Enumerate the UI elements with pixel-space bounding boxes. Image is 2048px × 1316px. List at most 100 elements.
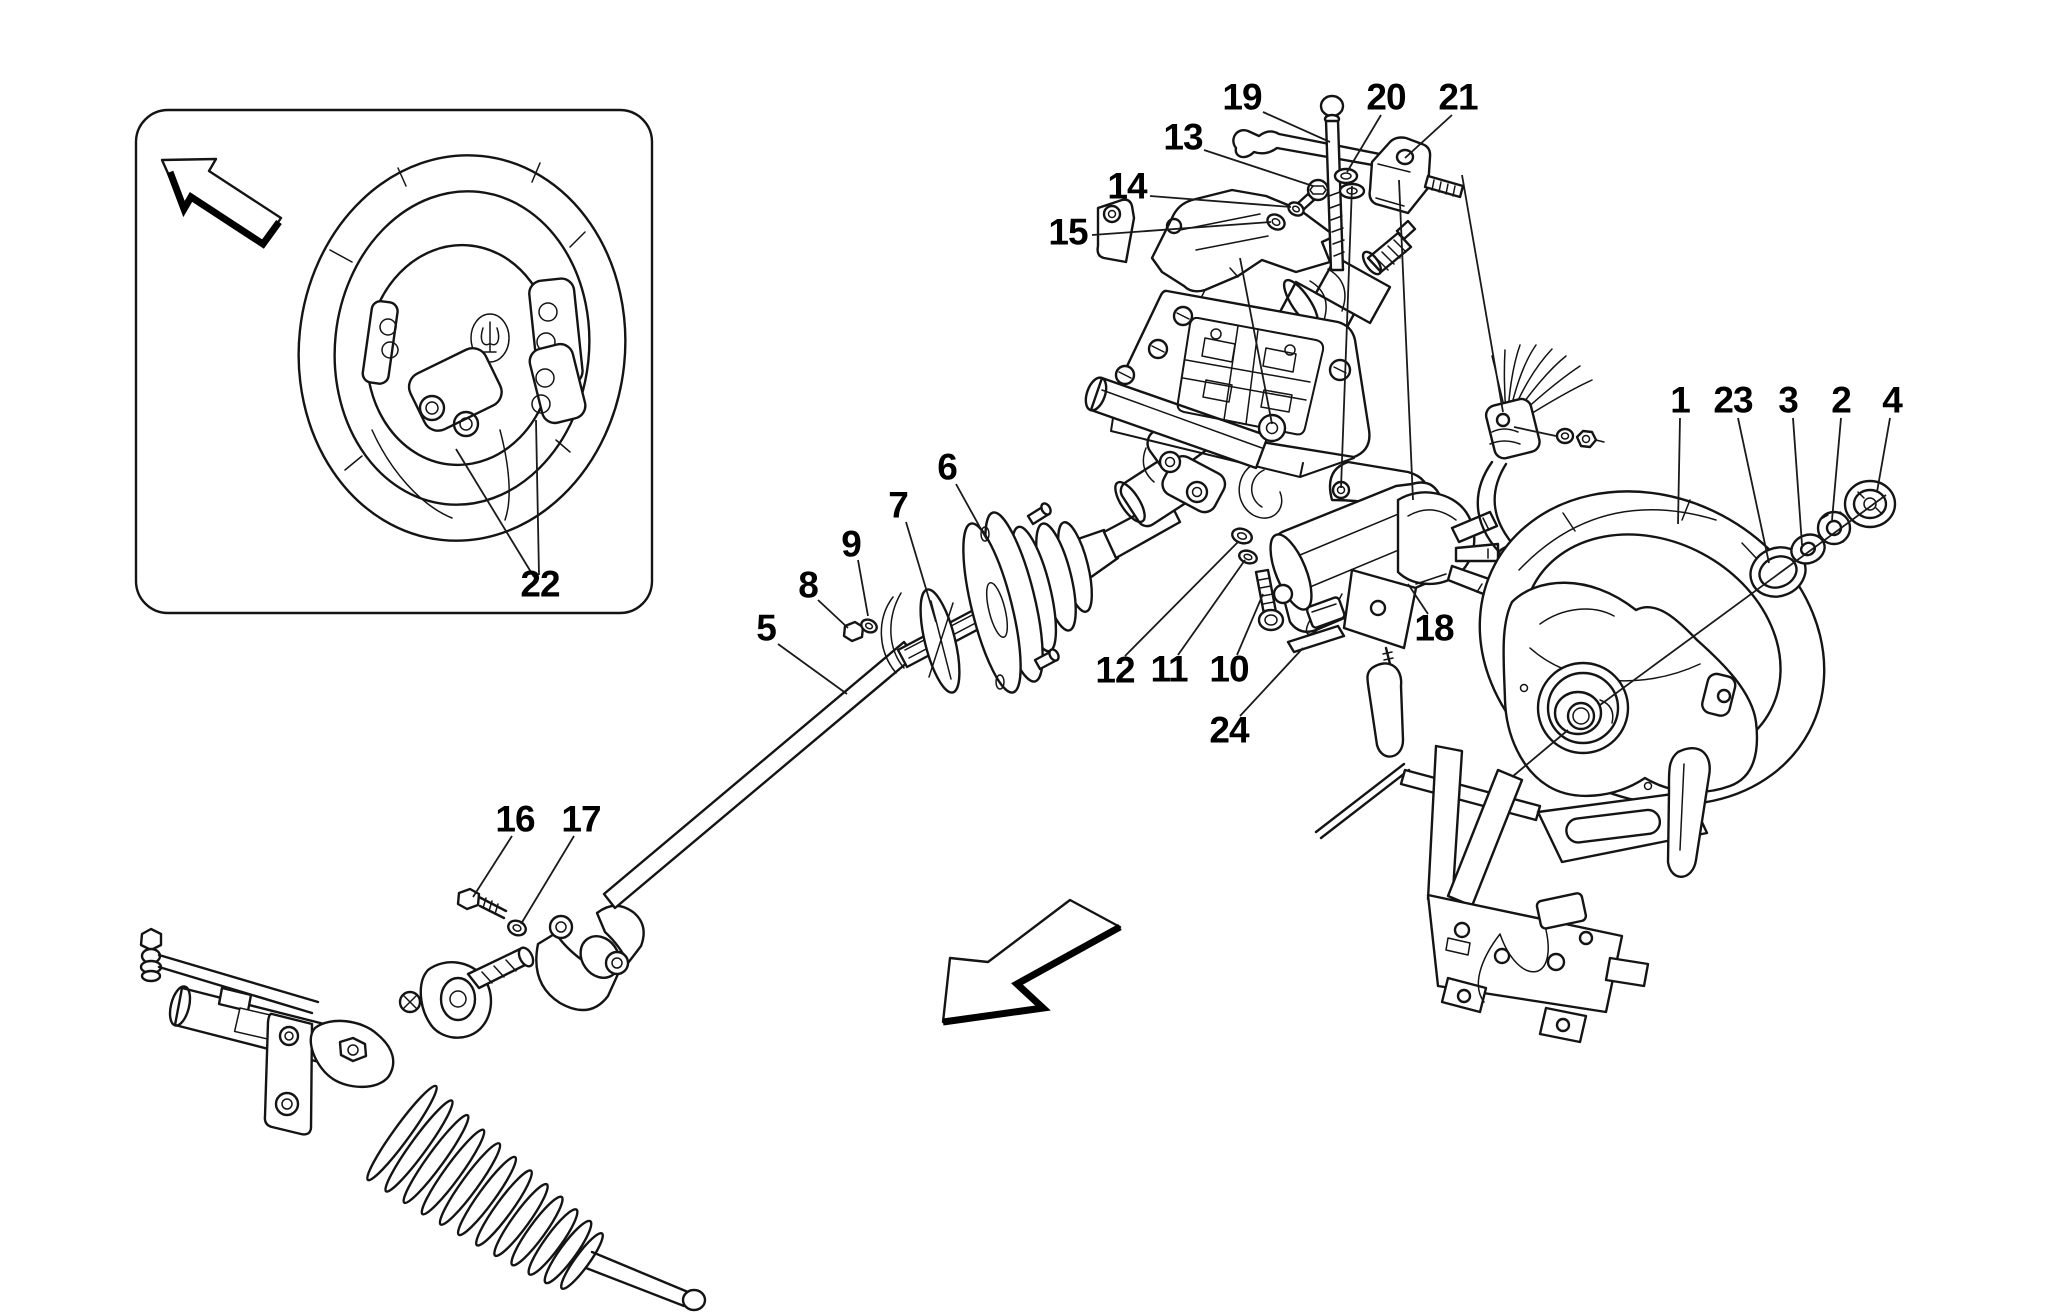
leader-line (817, 599, 849, 629)
bracket-21 (1368, 136, 1465, 215)
leader-line (857, 559, 869, 617)
washer-20 (1333, 167, 1359, 185)
inset-steering-wheel (297, 154, 627, 542)
leader-line (1340, 185, 1353, 489)
tie-rod-right (584, 1250, 690, 1308)
callout-18: 18 (1414, 607, 1454, 649)
leader-line (1203, 149, 1314, 187)
leader-line (472, 835, 513, 898)
column-mounting-plate (1084, 289, 1371, 478)
leader-line (1262, 111, 1331, 143)
left-paddle (1366, 662, 1405, 758)
callout-15: 15 (1048, 211, 1088, 253)
leader-line (777, 643, 848, 695)
paddle-shifter-bracket (1314, 662, 1711, 1044)
callout-8: 8 (798, 564, 819, 606)
callout-17: 17 (561, 798, 601, 840)
wire-loop (1238, 461, 1283, 519)
bolt-16 (456, 887, 508, 920)
rack-bellows (366, 1084, 604, 1291)
leader-line (520, 835, 575, 925)
leader-line (1513, 426, 1557, 437)
callout-9: 9 (841, 523, 862, 565)
motor-connector (1446, 510, 1500, 597)
bolt-8-washer-9 (842, 618, 878, 643)
tie-rod-left (157, 953, 320, 1015)
leader-line (1236, 593, 1264, 656)
bracket-rod (1314, 762, 1411, 840)
callout-6: 6 (937, 446, 958, 488)
leader-line (1091, 221, 1272, 236)
right-paddle (1666, 746, 1711, 878)
callout-19: 19 (1222, 76, 1262, 118)
harness-nut (1575, 429, 1605, 449)
leader-line (955, 483, 988, 541)
leader-line (1677, 417, 1681, 525)
leader-line (1398, 179, 1414, 501)
bracket-connector (1535, 892, 1588, 930)
leader-line (1792, 417, 1803, 546)
lock-nut-2 (1816, 510, 1852, 546)
callout-5: 5 (756, 607, 777, 649)
leader-line (1737, 417, 1770, 564)
callout-16: 16 (495, 798, 535, 840)
callout-14: 14 (1107, 165, 1147, 207)
leader-line (1239, 647, 1304, 717)
direction-arrow-up-left-icon (160, 157, 283, 249)
leader-line (1149, 195, 1292, 208)
leader-line (1346, 114, 1382, 173)
callout-11: 11 (1150, 648, 1188, 690)
callout-1: 1 (1670, 379, 1691, 421)
leader-line (1599, 494, 1887, 706)
leader-line (1461, 174, 1504, 413)
direction-arrow-down-left-icon (941, 898, 1122, 1026)
tilt-motor-assembly (1231, 460, 1500, 670)
washer-17 (507, 919, 527, 937)
boot-and-flange-6 (962, 502, 1120, 694)
wheel-hub-bore (1536, 661, 1630, 755)
callout-21: 21 (1438, 76, 1478, 118)
leader-line (1831, 417, 1842, 521)
callout-23: 23 (1713, 379, 1753, 421)
leader-line (1239, 257, 1273, 425)
callout-12: 12 (1095, 649, 1135, 691)
callout-2: 2 (1831, 379, 1852, 421)
intermediate-shaft-assembly (602, 394, 1283, 910)
leader-line (455, 448, 535, 578)
leader-line (1124, 541, 1239, 657)
leader-line (535, 419, 540, 576)
callout-7: 7 (888, 484, 909, 526)
leader-line (1876, 417, 1891, 493)
tie-rod-ball (681, 1288, 707, 1312)
plate-countersink-hole (1257, 413, 1287, 443)
screw-and-washers-13-14-15 (1266, 178, 1330, 231)
bolt-19 (1319, 94, 1345, 272)
washer-3 (1790, 533, 1826, 565)
inset-panel (134, 108, 654, 615)
callout-3: 3 (1778, 379, 1799, 421)
leader-line (1404, 114, 1453, 159)
callout-13: 13 (1163, 116, 1203, 158)
steering-wheel-assembly (1478, 490, 1826, 806)
leader-line (1177, 559, 1246, 656)
l-bracket (1096, 198, 1136, 264)
callout-22: 22 (520, 563, 560, 605)
callout-24: 24 (1209, 709, 1249, 751)
bracket-arm (1536, 790, 1709, 864)
leader-line (905, 521, 937, 623)
callout-4: 4 (1882, 379, 1903, 421)
leader-line (1511, 729, 1569, 778)
strip-24 (1286, 624, 1346, 654)
leader-line (1407, 583, 1429, 615)
callout-20: 20 (1366, 76, 1406, 118)
callout-10: 10 (1209, 648, 1249, 690)
bolt-10-washers-11-12 (1231, 527, 1285, 632)
motor-bracket (1342, 568, 1418, 650)
harness-washer (1555, 427, 1575, 445)
column-top-spline (1361, 219, 1417, 276)
tie-rod-end (139, 927, 163, 983)
